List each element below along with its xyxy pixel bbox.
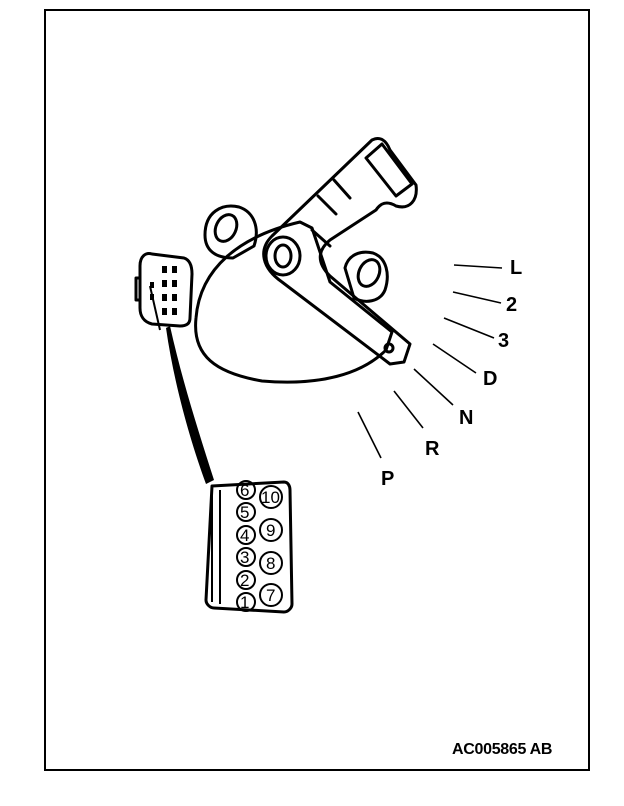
- diagram-frame: [44, 9, 590, 771]
- position-label-r: R: [425, 438, 440, 460]
- position-label-n: N: [459, 407, 473, 429]
- position-labels: L 2 3 D N R P: [381, 257, 522, 490]
- position-label-l: L: [510, 257, 522, 279]
- mounting-ear-right: [343, 250, 389, 303]
- lever-window: [364, 142, 414, 198]
- detail-wedge: [166, 326, 214, 484]
- pin-label-6: 6: [240, 481, 249, 500]
- body-connector-latch: [134, 276, 142, 302]
- pin-label-10: 10: [261, 488, 280, 507]
- pin-label-4: 4: [240, 526, 249, 545]
- lever-rib-c: [310, 228, 332, 248]
- pin-label-8: 8: [266, 554, 275, 573]
- connector-detail-pin-circles: [236, 480, 283, 612]
- control-lever: [262, 136, 418, 366]
- mounting-hole-right: [356, 258, 382, 288]
- position-label-3: 3: [498, 330, 509, 352]
- lever-rib-a: [316, 194, 338, 216]
- mounting-hole-upper: [213, 213, 239, 243]
- pin-label-9: 9: [266, 521, 275, 540]
- pin-label-7: 7: [266, 586, 275, 605]
- position-label-2: 2: [506, 294, 517, 316]
- switch-body: [194, 220, 394, 384]
- shaft-outer: [264, 235, 302, 277]
- mounting-ear-upper: [203, 204, 258, 260]
- position-label-d: D: [483, 368, 497, 390]
- detail-pointer: [149, 285, 161, 331]
- pin-label-5: 5: [240, 503, 249, 522]
- figure-id: AC005865 AB: [452, 741, 553, 758]
- body-connector: [138, 252, 194, 328]
- pin-label-3: 3: [240, 548, 249, 567]
- position-lines: [357, 264, 503, 459]
- lever-tip-hole: [383, 342, 395, 354]
- shaft-inner: [273, 243, 293, 269]
- connector-detail: [204, 480, 294, 614]
- pin-label-2: 2: [240, 571, 249, 590]
- position-label-p: P: [381, 468, 394, 490]
- lever-rib-b: [332, 178, 352, 200]
- pin-label-1: 1: [240, 593, 249, 612]
- connector-pin-labels: 6 5 4 3 2 1 10 9 8 7: [240, 481, 280, 612]
